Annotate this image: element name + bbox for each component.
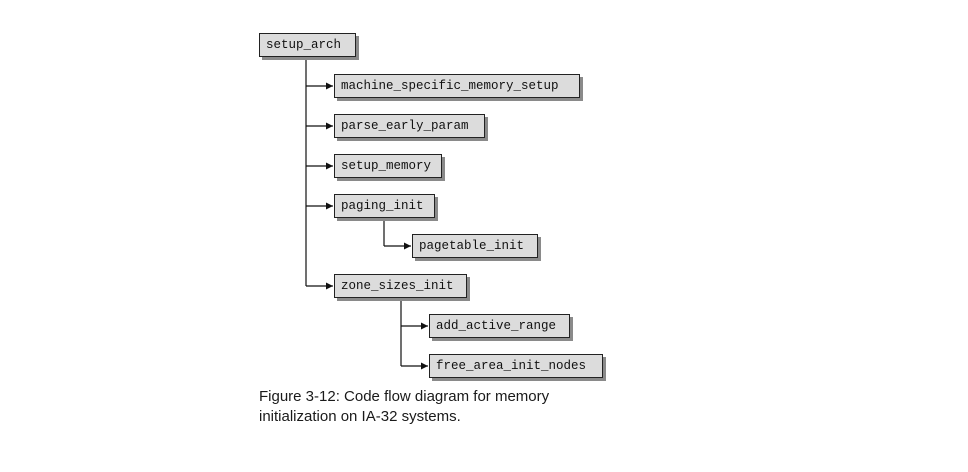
- node-pagetable-init: pagetable_init: [412, 234, 538, 258]
- node-parse-early-param: parse_early_param: [334, 114, 485, 138]
- caption-line-1: Figure 3-12: Code flow diagram for memor…: [259, 388, 550, 405]
- node-free-area-init-nodes: free_area_init_nodes: [429, 354, 603, 378]
- node-machine-specific-memory-setup: machine_specific_memory_setup: [334, 74, 580, 98]
- caption-line-2: initialization on IA-32 systems.: [259, 408, 461, 425]
- node-setup-memory: setup_memory: [334, 154, 442, 178]
- node-setup-arch: setup_arch: [259, 33, 356, 57]
- node-add-active-range: add_active_range: [429, 314, 570, 338]
- figure-caption: Figure 3-12: Code flow diagram for memor…: [259, 387, 659, 427]
- node-zone-sizes-init: zone_sizes_init: [334, 274, 467, 298]
- node-paging-init: paging_init: [334, 194, 435, 218]
